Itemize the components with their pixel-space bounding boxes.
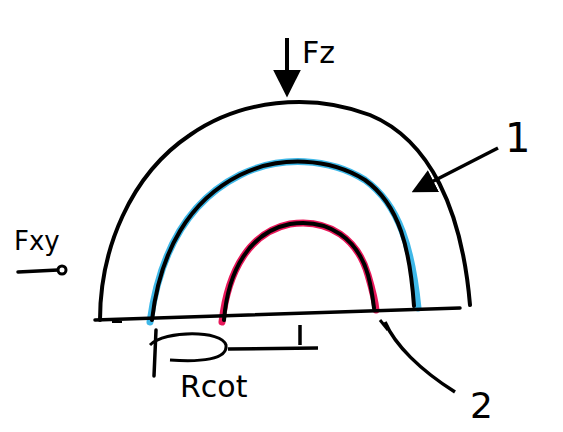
dimension-tick [298,325,302,345]
force-arrow [18,270,58,272]
callout-number: 2 [470,388,493,424]
base-line [95,308,460,320]
force-label: Fxy [14,228,60,254]
leader-tick [380,320,388,330]
base-tick [112,321,122,323]
force-label: Fz [302,38,335,68]
inner-arch [224,223,374,320]
leader-line [416,148,498,190]
leader-line [385,322,455,392]
arch-highlight [222,223,376,322]
force-arrow [285,38,289,92]
dimension-bracket [150,334,226,361]
middle-arch [152,162,414,320]
dimension-label: Rcot [180,372,247,402]
force-arrow-end [58,266,66,274]
callout-number: 1 [505,118,530,158]
arch-highlight [150,162,418,322]
dimension-line [154,330,156,376]
outer-arch [100,102,470,320]
dimension-line [228,348,318,349]
